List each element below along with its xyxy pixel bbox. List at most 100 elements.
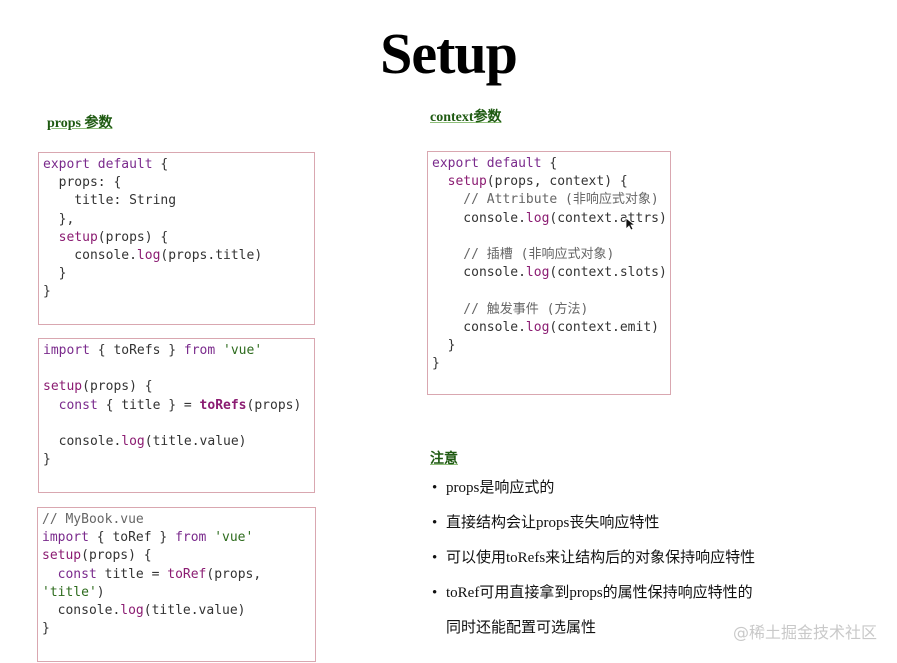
code-line: const title = toRef(props, [42, 566, 315, 584]
bullet-icon: • [432, 515, 438, 531]
code-token: from [183, 343, 216, 358]
code-line: console.log(context.attrs) [432, 210, 670, 228]
code-line: setup(props) { [42, 547, 315, 565]
code-token: (title.value) [143, 603, 246, 619]
code-token: { title } = [97, 397, 200, 413]
note-item: • props是响应式的 [432, 478, 755, 513]
code-token: console. [432, 319, 526, 335]
code-token: 'title' [42, 584, 97, 600]
code-line: } [43, 265, 314, 283]
context-label: context参数 [430, 110, 502, 125]
code-line: console.log(context.slots) [432, 264, 670, 282]
code-token: log [525, 319, 550, 335]
code-token: const [43, 397, 98, 413]
code-token: setup [43, 379, 83, 395]
code-token: { toRef } [88, 530, 176, 546]
code-token: title = [96, 566, 168, 582]
code-token: log [120, 603, 144, 619]
code-token: console. [432, 265, 526, 281]
code-line: title: String [43, 192, 314, 210]
code-line: setup(props, context) { [432, 173, 670, 191]
note-text: props是响应式的 [446, 480, 555, 496]
code-token: { toRefs } [89, 343, 184, 358]
code-token: // Attribute (非响应式对象) [432, 192, 659, 208]
code-line: // Attribute (非响应式对象) [432, 191, 670, 209]
note-text: 可以使用toRefs来让结构后的对象保持响应特性 [446, 550, 756, 566]
code-line: console.log(props.title) [43, 247, 314, 265]
code-line [43, 360, 314, 378]
code-token: 'vue' [214, 530, 254, 546]
code-token: (props) [246, 397, 302, 413]
code-line: // 触发事件 (方法) [432, 301, 670, 319]
code-line: export default { [432, 155, 670, 173]
code-token: (props.title) [160, 248, 263, 264]
note-text: toRef可用直接拿到props的属性保持响应特性的 [446, 585, 753, 601]
code-token: } [43, 452, 51, 468]
code-token: } [432, 338, 456, 353]
code-token: log [136, 248, 161, 264]
code-token: console. [43, 248, 137, 264]
code-line [432, 282, 670, 300]
code-token: 'vue' [223, 343, 263, 358]
code-token: export default [432, 156, 542, 171]
code-token: setup [42, 548, 82, 564]
code-line: console.log(title.value) [42, 602, 315, 620]
code-line: export default { [43, 156, 314, 174]
context-code-block: export default { setup(props, context) {… [427, 151, 671, 395]
code-token: } [42, 621, 50, 637]
toref-code-block: // MyBook.vue import { toRef } from 'vue'… [37, 507, 316, 662]
code-token: import [42, 530, 89, 546]
code-token: const [42, 566, 97, 582]
code-line: // 插槽 (非响应式对象) [432, 246, 670, 264]
code-token: title: String [43, 193, 177, 209]
code-token: setup [43, 229, 98, 245]
code-line: console.log(context.emit) [432, 319, 670, 337]
code-token: } [43, 266, 67, 282]
note-item: • toRef可用直接拿到props的属性保持响应特性的 [432, 583, 755, 618]
code-token: // MyBook.vue [42, 512, 144, 527]
code-line: 'title') [42, 584, 315, 602]
code-token: log [525, 210, 550, 226]
code-token: console. [42, 603, 121, 619]
code-token: { [152, 157, 169, 172]
code-token: import [43, 343, 90, 358]
code-token: setup [432, 174, 487, 190]
note-continuation: 同时还能配置可选属性 [446, 620, 597, 636]
props-label: props 参数 [47, 116, 113, 131]
code-token: }, [43, 211, 75, 227]
code-line: import { toRefs } from 'vue' [43, 342, 314, 360]
code-token: (props) { [81, 548, 152, 564]
page-title: Setup [380, 21, 518, 86]
code-token: (props) { [97, 229, 169, 245]
props-code-block: export default { props: { title: String … [38, 152, 315, 325]
note-label: 注意 [430, 452, 458, 467]
code-token: from [175, 530, 207, 546]
code-line: } [432, 355, 670, 373]
code-token: (props) { [82, 379, 153, 395]
code-token: } [43, 284, 51, 300]
mouse-cursor-icon [625, 217, 635, 231]
code-line: setup(props) { [43, 229, 314, 247]
code-token [215, 343, 223, 358]
code-token: ) [96, 584, 105, 600]
code-token: log [525, 265, 550, 281]
note-item: •直接结构会让props丧失响应特性 [432, 513, 755, 548]
code-token: console. [43, 433, 122, 449]
code-token: console. [432, 210, 526, 226]
code-line: setup(props) { [43, 378, 314, 396]
code-line: } [432, 337, 670, 355]
code-token: // 触发事件 (方法) [432, 301, 589, 317]
bullet-icon: • [432, 480, 438, 496]
torefs-code-block: import { toRefs } from 'vue'setup(props)… [38, 338, 315, 493]
code-line: } [43, 283, 314, 301]
code-line: props: { [43, 174, 314, 192]
code-line: const { title } = toRefs(props) [43, 397, 314, 415]
code-token: // 插槽 (非响应式对象) [432, 247, 615, 262]
bullet-icon: • [432, 550, 438, 566]
note-item: • 可以使用toRefs来让结构后的对象保持响应特性 [432, 548, 755, 583]
bullet-icon: • [432, 585, 438, 601]
code-token: (context.slots) [549, 265, 667, 281]
code-line: }, [43, 211, 314, 229]
code-token: (props, context) { [486, 174, 628, 190]
code-line [43, 415, 314, 433]
